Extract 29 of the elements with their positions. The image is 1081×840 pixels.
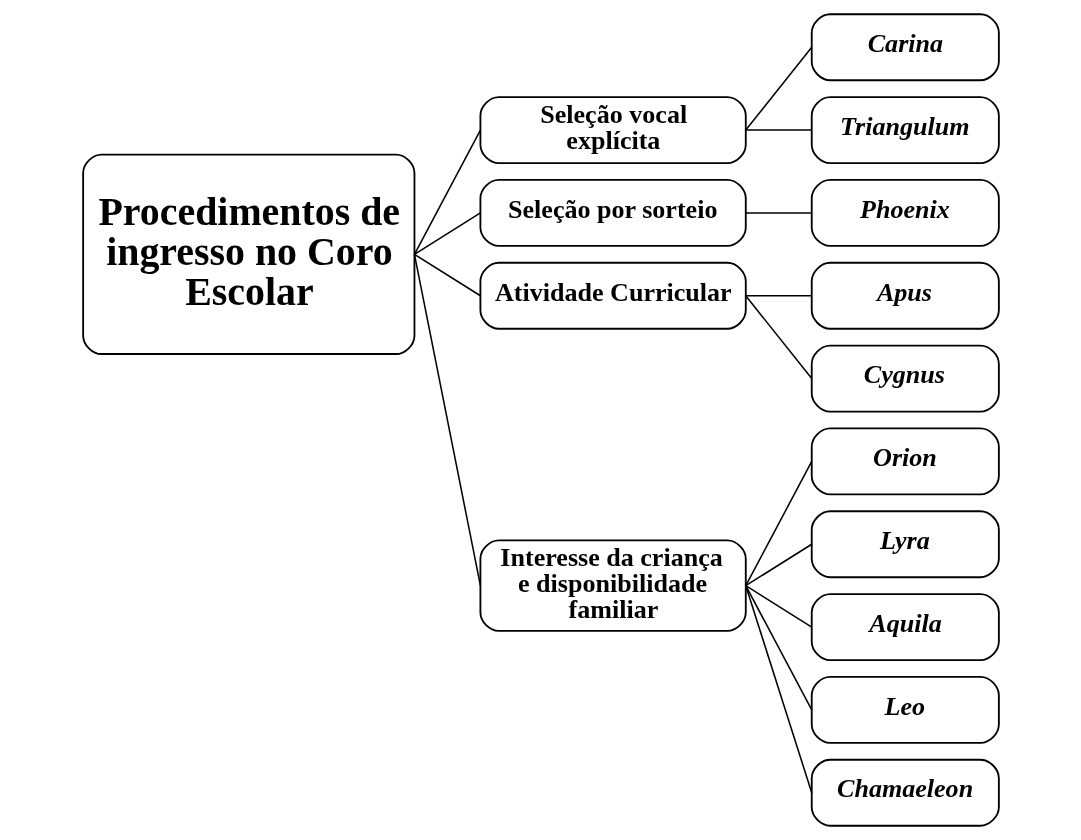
node-box: Cygnus xyxy=(810,344,1000,413)
node-box: Seleção por sorteio xyxy=(479,179,747,247)
connector xyxy=(744,295,812,380)
connector xyxy=(744,543,812,587)
connector xyxy=(744,295,812,297)
connector xyxy=(744,46,812,131)
node-box: Phoenix xyxy=(810,179,1000,247)
connector xyxy=(413,253,481,297)
connector xyxy=(744,584,812,711)
node-box: Leo xyxy=(810,676,1000,744)
connector xyxy=(744,584,812,628)
node-box: Lyra xyxy=(810,510,1000,579)
node-box: Triangulum xyxy=(810,96,1000,164)
connector xyxy=(413,129,481,256)
node-box: Interesse da criança e disponibilidade familiar xyxy=(479,539,747,632)
connector xyxy=(744,212,812,214)
connector xyxy=(744,129,812,131)
node-box: Carina xyxy=(810,13,1000,82)
connector xyxy=(413,212,481,256)
node-box: Seleção vocal explícita xyxy=(479,96,747,164)
connector xyxy=(413,253,481,587)
node-box: Atividade Curricular xyxy=(479,261,747,330)
connector xyxy=(744,460,812,587)
node-box: Orion xyxy=(810,427,1000,496)
node-box: Apus xyxy=(810,261,1000,330)
node-box: Procedimentos de ingresso no Coro Escolar xyxy=(81,153,415,355)
node-box: Chamaeleon xyxy=(810,758,1000,827)
node-box: Aquila xyxy=(810,593,1000,661)
connector xyxy=(744,584,812,794)
